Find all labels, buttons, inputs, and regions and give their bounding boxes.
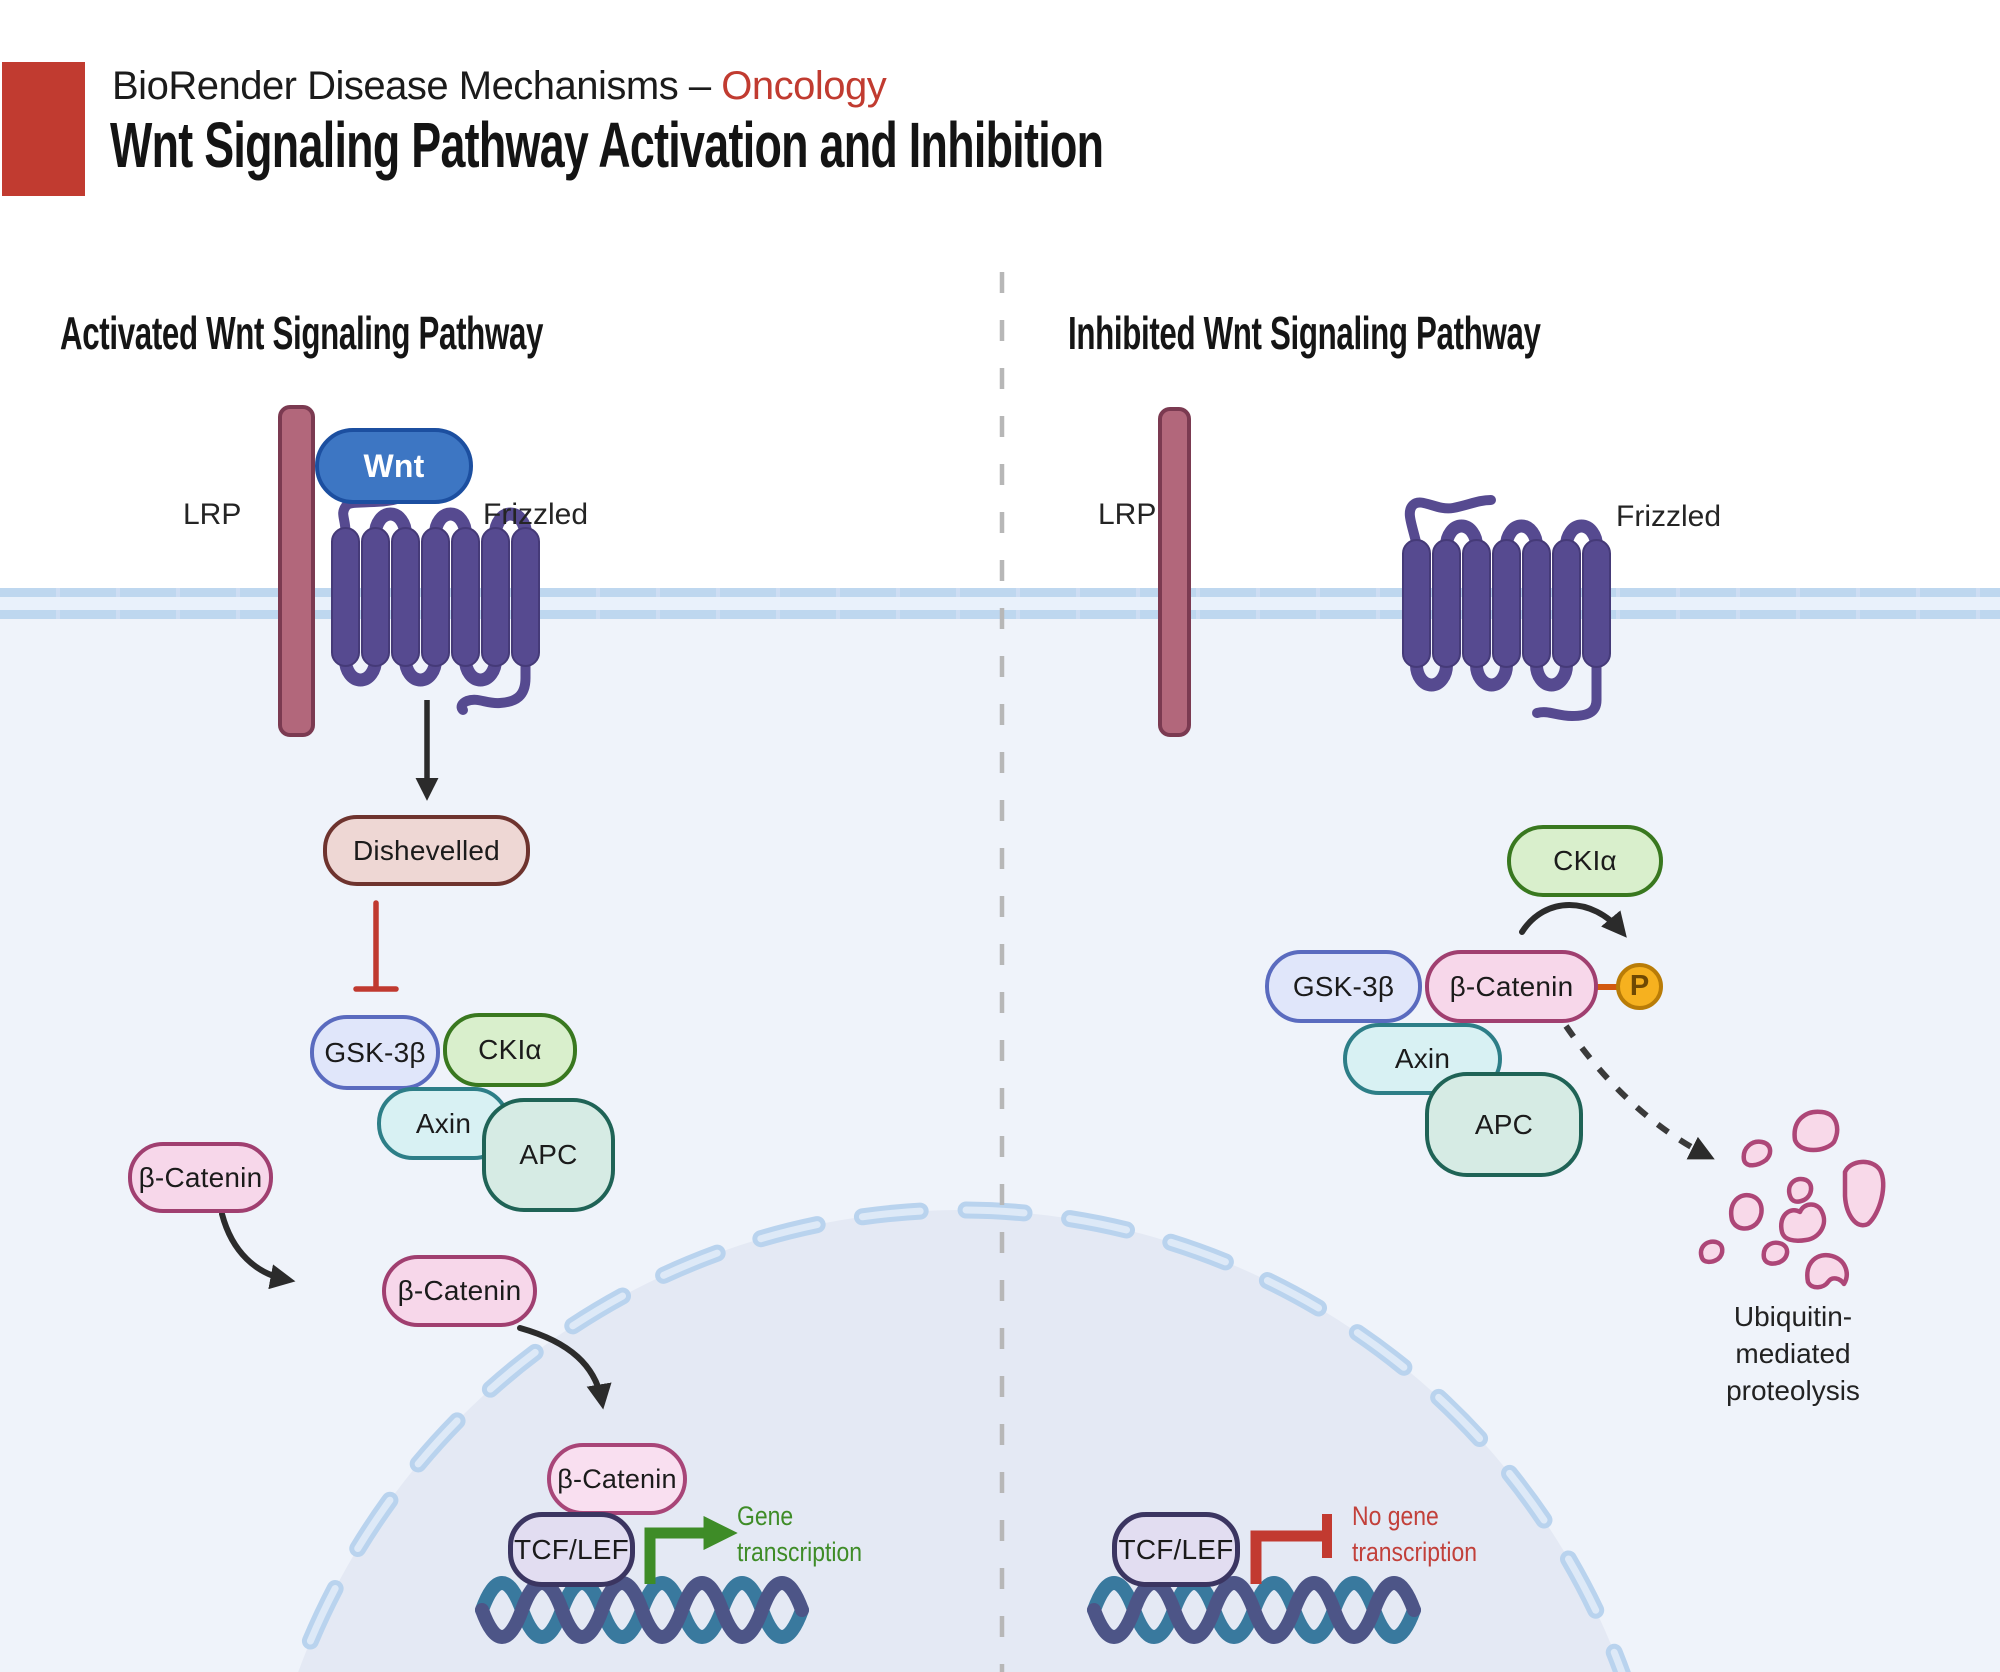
tcf-lef-node-left: TCF/LEF: [508, 1512, 635, 1587]
tcf-lef-label: TCF/LEF: [514, 1533, 629, 1565]
nuclear-envelope-dashes: [289, 1201, 1631, 1672]
page-title: Wnt Signaling Pathway Activation and Inh…: [110, 109, 1104, 181]
brand-line: BioRender Disease Mechanisms – Oncology: [112, 64, 887, 109]
tcf-lef-node-right: TCF/LEF: [1112, 1512, 1240, 1587]
gene-transcription-line2: transcription: [737, 1537, 863, 1567]
proteolysis-line2: mediated: [1735, 1338, 1851, 1369]
wnt-ligand: Wnt: [315, 428, 473, 504]
phosphate-badge: P: [1616, 963, 1663, 1010]
wnt-label: Wnt: [363, 447, 425, 484]
gene-transcription-line1: Gene: [737, 1501, 794, 1531]
beta-catenin-label: β-Catenin: [397, 1275, 522, 1306]
beta-catenin-complexed: β-Catenin: [1425, 950, 1598, 1023]
gsk3b-label: GSK-3β: [324, 1036, 426, 1068]
frizzled-label-left: Frizzled: [483, 498, 589, 531]
gsk3b-label: GSK-3β: [1292, 970, 1395, 1002]
arrow-ckia-phosphorylation: [1519, 902, 1627, 938]
ckia-node-left: CKIα: [443, 1013, 577, 1087]
beta-catenin-cytoplasmic: β-Catenin: [128, 1142, 273, 1213]
frizzled-receptor-right: [1402, 495, 1611, 722]
frizzled-c-terminus-left: [456, 657, 531, 715]
frizzled-n-terminus-right: [1404, 495, 1496, 549]
beta-catenin-label: β-Catenin: [557, 1463, 677, 1494]
apc-node-left: APC: [482, 1098, 615, 1212]
heading-inhibited-panel: Inhibited Wnt Signaling Pathway: [1068, 307, 1541, 359]
lrp-receptor-left: [278, 405, 315, 737]
ckia-label: CKIα: [1553, 845, 1617, 876]
axin-label: Axin: [1394, 1043, 1451, 1074]
proteolysis-line1: Ubiquitin-: [1733, 1301, 1853, 1332]
lrp-receptor-right: [1158, 407, 1191, 737]
no-gene-line1: No gene: [1352, 1501, 1439, 1531]
dna-helix-left: [475, 1576, 809, 1644]
ckia-node-right: CKIα: [1507, 825, 1663, 897]
protein-fragments: [1698, 1109, 1886, 1290]
apc-label: APC: [519, 1139, 578, 1170]
brand-logo-square: [2, 62, 85, 196]
gene-transcription-note: Gene transcription: [737, 1498, 862, 1570]
brand-category: Oncology: [721, 64, 887, 108]
heading-activated-panel: Activated Wnt Signaling Pathway: [60, 307, 544, 359]
lrp-label-left: LRP: [183, 498, 242, 531]
dishevelled-node: Dishevelled: [323, 815, 530, 886]
gsk3b-node-left: GSK-3β: [310, 1015, 440, 1090]
membrane-outer-leaflet: [0, 588, 2000, 597]
gene-transcription-arrow: [644, 1515, 738, 1584]
no-gene-line2: transcription: [1352, 1537, 1478, 1567]
no-transcription-tbar: [1250, 1514, 1332, 1584]
proteolysis-note: Ubiquitin- mediated proteolysis: [1683, 1298, 1903, 1409]
frizzled-c-terminus-right: [1532, 662, 1602, 722]
beta-catenin-label: β-Catenin: [138, 1161, 263, 1193]
frizzled-label-right: Frizzled: [1616, 500, 1722, 533]
brand-prefix: BioRender Disease Mechanisms –: [112, 64, 722, 108]
proteolysis-line3: proteolysis: [1726, 1375, 1860, 1406]
apc-node-right: APC: [1425, 1072, 1583, 1177]
dashed-arrow-to-proteolysis: [1563, 1024, 1715, 1160]
dishevelled-label: Dishevelled: [353, 834, 500, 866]
apc-label: APC: [1474, 1108, 1534, 1140]
dna-helix-right: [1087, 1576, 1421, 1644]
axin-label: Axin: [415, 1107, 472, 1139]
beta-catenin-translocating: β-Catenin: [382, 1255, 537, 1327]
arrow-bcatenin-into-nucleus: [517, 1325, 612, 1410]
phosphate-label: P: [1629, 970, 1650, 1002]
beta-catenin-label: β-Catenin: [1449, 970, 1574, 1002]
lrp-label-right: LRP: [1098, 498, 1157, 531]
no-gene-transcription-note: No gene transcription: [1352, 1498, 1477, 1570]
ckia-label: CKIα: [478, 1034, 542, 1065]
inhibition-tbar-dishevelled: [353, 900, 399, 992]
gsk3b-node-right: GSK-3β: [1265, 950, 1422, 1023]
arrow-bcatenin-accumulation: [219, 1211, 296, 1290]
tcf-lef-label: TCF/LEF: [1118, 1533, 1234, 1565]
beta-catenin-nuclear: β-Catenin: [547, 1443, 687, 1515]
